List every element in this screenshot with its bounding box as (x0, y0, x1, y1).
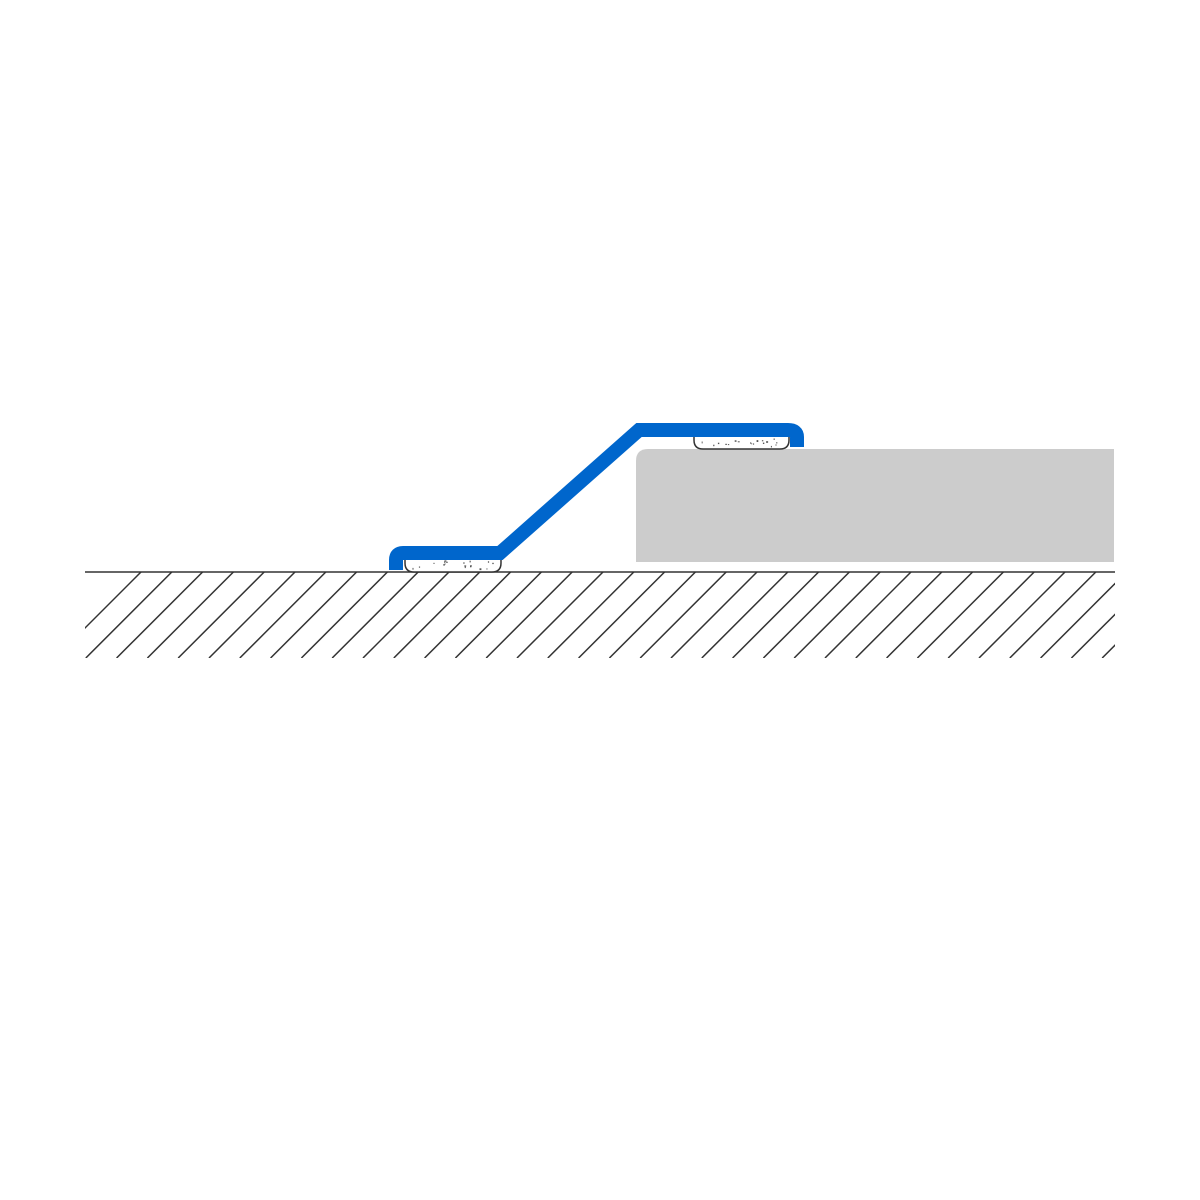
transition-profile (389, 423, 804, 570)
adhesive-speck (470, 565, 472, 568)
hatch-line (886, 572, 974, 658)
hatch-line (547, 572, 635, 658)
adhesive-speck (776, 442, 778, 444)
hatch-line (855, 572, 943, 658)
adhesive-speck (444, 563, 446, 565)
adhesive-speck (761, 440, 764, 442)
adhesive-pad-high (693, 436, 790, 450)
adhesive-speck (412, 567, 414, 570)
adhesive-speck (756, 440, 759, 442)
adhesive-speck (446, 561, 448, 563)
adhesive-speck (737, 441, 740, 443)
adhesive-texture (701, 438, 778, 448)
adhesive-speck (717, 442, 720, 445)
hatch-line (485, 572, 573, 658)
hatch-line (331, 572, 419, 658)
adhesive-speck (762, 442, 765, 444)
adhesive-speck (433, 562, 435, 564)
raised-floor-slab (636, 449, 1114, 562)
hatch-line (578, 572, 666, 658)
hatch-line (701, 572, 789, 658)
adhesive-speck (479, 568, 482, 571)
hatch-line (639, 572, 727, 658)
adhesive-speck (443, 564, 445, 566)
adhesive-speck (725, 443, 727, 445)
adhesive-speck (469, 560, 471, 563)
adhesive-pad-low (404, 558, 502, 573)
hatch-line (947, 572, 1035, 658)
adhesive-speck (492, 562, 494, 565)
hatch-line (1164, 572, 1200, 658)
adhesive-speck (727, 444, 730, 446)
adhesive-speck (471, 565, 472, 567)
adhesive-speck (766, 441, 769, 443)
adhesive-speck (753, 443, 755, 445)
hatch-line (824, 572, 912, 658)
hatch-line (454, 572, 542, 658)
hatch-line (978, 572, 1066, 658)
adhesive-speck (464, 566, 466, 569)
hatch-line (85, 572, 173, 658)
hatch-pattern (85, 572, 1200, 658)
hatch-line (393, 572, 481, 658)
adhesive-speck (701, 441, 703, 444)
adhesive-speck (444, 561, 446, 563)
hatch-line (239, 572, 327, 658)
hatch-line (270, 572, 358, 658)
adhesive-speck (750, 442, 752, 444)
hatch-line (1009, 572, 1097, 658)
adhesive-speck (734, 440, 737, 442)
hatch-line (1040, 582, 1115, 658)
adhesive-speck (751, 443, 753, 445)
hatch-line (1101, 644, 1115, 658)
hatch-line (85, 572, 142, 630)
adhesive-speck (444, 560, 447, 562)
hatch-line (516, 572, 604, 658)
hatch-line (208, 572, 296, 658)
adhesive-texture (412, 560, 494, 571)
adhesive-speck (464, 565, 467, 567)
hatch-line (177, 572, 265, 658)
hatch-line (608, 572, 696, 658)
hatch-line (1133, 572, 1200, 658)
hatch-line (1070, 613, 1115, 658)
adhesive-speck (713, 444, 715, 447)
adhesive-speck (487, 561, 490, 563)
hatch-line (916, 572, 1004, 658)
hatch-line (300, 572, 388, 658)
adhesive-speck (770, 445, 772, 448)
adhesive-speck (775, 444, 777, 446)
hatch-line (793, 572, 881, 658)
adhesive-speck (463, 562, 465, 564)
hatch-line (424, 572, 512, 658)
hatch-line (362, 572, 450, 658)
hatch-line (670, 572, 758, 658)
hatch-line (146, 572, 234, 658)
adhesive-speck (486, 568, 488, 570)
hatch-line (116, 572, 204, 658)
adhesive-speck (418, 566, 421, 568)
hatch-line (732, 572, 820, 658)
hatch-line (762, 572, 850, 658)
subfloor-hatched (85, 571, 1200, 658)
adhesive-speck (773, 438, 775, 440)
